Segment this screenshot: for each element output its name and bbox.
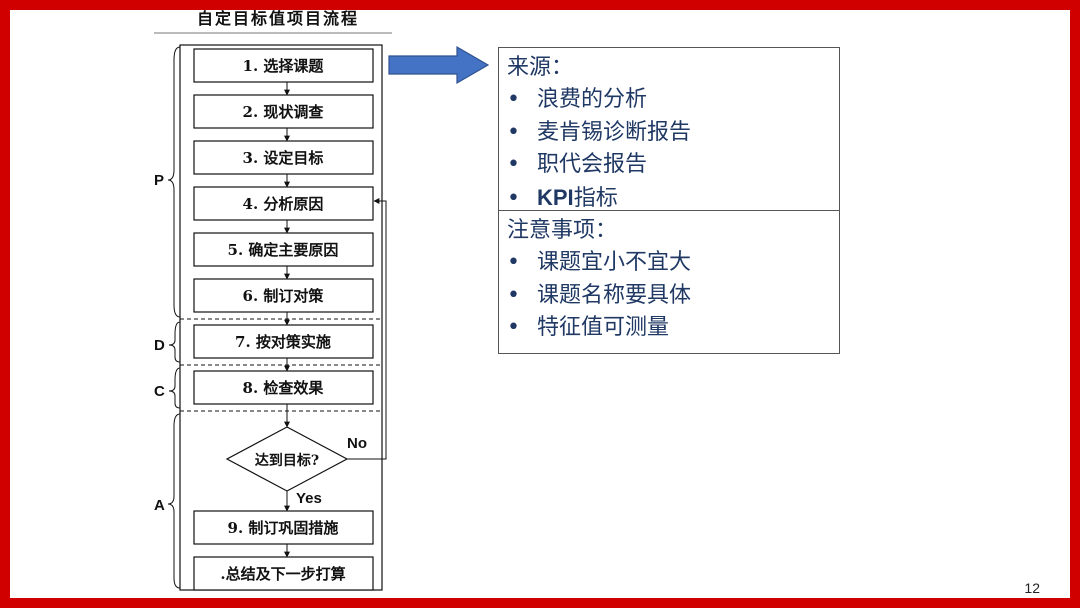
bullet-icon: • xyxy=(507,185,520,211)
step-label: 6. 制订对策 xyxy=(243,287,325,305)
step-9: 9. 制订巩固措施 xyxy=(193,510,374,545)
notes-list: • 课题宜小不宜大 • 课题名称要具体 • 特征值可测量 xyxy=(507,247,831,345)
brace-a xyxy=(167,413,181,589)
brace-c xyxy=(168,367,181,409)
step-10: .总结及下一步打算 xyxy=(193,556,374,591)
list-item: • 特征值可测量 xyxy=(507,312,831,345)
source-item-text: 职代会报告 xyxy=(537,152,648,177)
list-item: • 麦肯锡诊断报告 xyxy=(507,117,831,150)
note-item-text: 课题宜小不宜大 xyxy=(537,250,692,275)
page-number: 12 xyxy=(1024,580,1040,596)
step-label: 8. 检查效果 xyxy=(243,379,325,397)
step-label: 5. 确定主要原因 xyxy=(228,241,339,259)
yes-label: Yes xyxy=(296,490,322,507)
step-label: 2. 现状调查 xyxy=(243,103,325,121)
source-item-text: 浪费的分析 xyxy=(537,87,648,112)
step-4: 4. 分析原因 xyxy=(193,186,374,221)
bullet-icon: • xyxy=(507,152,520,177)
source-heading: 来源： xyxy=(507,55,574,80)
bullet-icon: • xyxy=(507,87,520,112)
phase-label-a: A xyxy=(154,497,165,514)
step-8: 8. 检查效果 xyxy=(193,370,374,405)
step-2: 2. 现状调查 xyxy=(193,94,374,129)
source-list: • 浪费的分析 • 麦肯锡诊断报告 • 职代会报告 • KPI指标 xyxy=(507,84,831,215)
decision-label: 达到目标? xyxy=(255,452,319,469)
step-5: 5. 确定主要原因 xyxy=(193,232,374,267)
brace-p xyxy=(167,46,181,318)
list-item: • 浪费的分析 xyxy=(507,84,831,117)
bullet-icon: • xyxy=(507,250,520,275)
phase-label-p: P xyxy=(154,172,164,189)
note-item-text: 课题名称要具体 xyxy=(537,282,692,308)
note-item-text: 特征值可测量 xyxy=(537,315,670,340)
list-item: • 职代会报告 xyxy=(507,149,831,182)
step-1: 1. 选择课题 xyxy=(193,48,374,83)
phase-label-d: D xyxy=(154,337,165,354)
step-label: .总结及下一步打算 xyxy=(220,565,345,583)
no-label: No xyxy=(347,435,367,452)
step-7: 7. 按对策实施 xyxy=(193,324,374,359)
bullet-icon: • xyxy=(507,282,520,308)
bullet-icon: • xyxy=(507,119,520,145)
step-label: 3. 设定目标 xyxy=(243,149,324,167)
step-label: 9. 制订巩固措施 xyxy=(228,519,339,537)
notes-section: 注意事项： • 课题宜小不宜大 • 课题名称要具体 • 特征值可测量 xyxy=(499,211,839,345)
kpi-text: KPI xyxy=(537,184,574,210)
bullet-icon: • xyxy=(507,315,520,340)
pointer-arrow-icon xyxy=(388,45,490,85)
list-item: • KPI指标 xyxy=(507,182,831,216)
list-item: • 课题名称要具体 xyxy=(507,280,831,313)
phase-label-c: C xyxy=(154,383,165,400)
notes-heading: 注意事项： xyxy=(507,218,618,243)
connector-arrows xyxy=(284,82,387,558)
list-item: • 课题宜小不宜大 xyxy=(507,247,831,280)
flowchart-title: 自定目标值项目流程 xyxy=(197,9,359,28)
step-label: 4. 分析原因 xyxy=(243,195,324,213)
info-box: 来源： • 浪费的分析 • 麦肯锡诊断报告 • 职代会报告 • KPI指标 注意事项： … xyxy=(498,47,840,354)
source-section: 来源： • 浪费的分析 • 麦肯锡诊断报告 • 职代会报告 • KPI指标 xyxy=(499,48,839,211)
step-6: 6. 制订对策 xyxy=(193,278,374,313)
source-item-text: 指标 xyxy=(573,185,618,211)
step-label: 7. 按对策实施 xyxy=(235,333,331,351)
step-3: 3. 设定目标 xyxy=(193,140,374,175)
source-item-text: 麦肯锡诊断报告 xyxy=(537,119,692,145)
brace-d xyxy=(168,321,181,363)
step-label: 1. 选择课题 xyxy=(243,57,325,75)
decision-diamond: 达到目标? xyxy=(225,426,349,492)
